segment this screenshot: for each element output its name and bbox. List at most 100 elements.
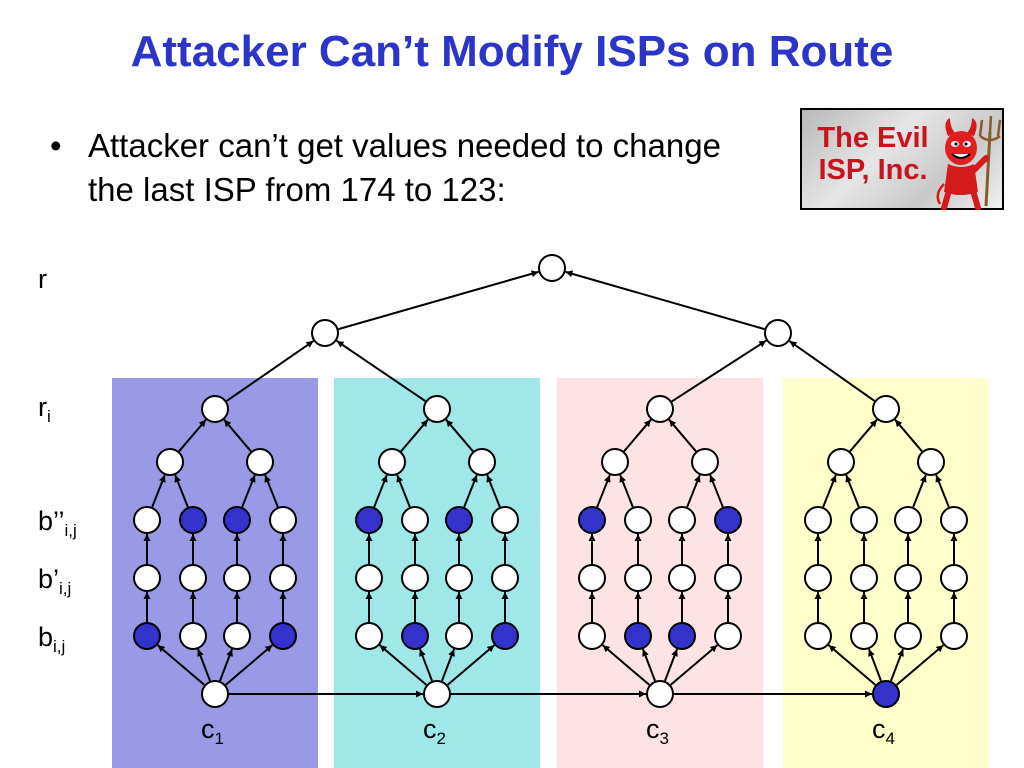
edge-inner-ri xyxy=(894,419,923,452)
edge-inner-ri xyxy=(223,419,252,452)
edge-ri-mid xyxy=(671,339,767,403)
edge-c-b xyxy=(896,644,944,686)
b-node-4-2 xyxy=(850,622,878,650)
row-label-main: b’’ xyxy=(38,506,65,536)
row-label-main: r xyxy=(38,392,47,422)
edge-ri-mid xyxy=(225,340,315,402)
b-double-prime-node-3-2 xyxy=(624,506,652,534)
c-label-main: c xyxy=(646,714,660,744)
b-double-prime-node-2-1 xyxy=(355,506,383,534)
ri-node-3 xyxy=(646,395,674,423)
mid-node-2 xyxy=(764,319,792,347)
b-prime-node-1-3 xyxy=(223,564,251,592)
b-node-4-4 xyxy=(940,622,968,650)
logo-line-1: The Evil xyxy=(817,122,929,154)
c-label-main: c xyxy=(423,714,437,744)
b-double-prime-node-4-1 xyxy=(804,506,832,534)
inner-node-1-2 xyxy=(246,448,274,476)
c-label-sub: 3 xyxy=(659,729,669,748)
edge-bdoubleprime-inner xyxy=(396,474,411,508)
b-double-prime-node-1-4 xyxy=(269,506,297,534)
b-node-3-2 xyxy=(624,622,652,650)
edge-bdoubleprime-inner xyxy=(686,474,701,508)
row-label-sub: i xyxy=(47,407,51,426)
c-node-3 xyxy=(646,680,674,708)
b-double-prime-node-2-3 xyxy=(445,506,473,534)
c-label-2: c2 xyxy=(423,714,446,748)
edge-c-b xyxy=(219,648,233,682)
inner-node-4-2 xyxy=(917,448,945,476)
edge-bdoubleprime-inner xyxy=(174,474,189,508)
c-label-4: c4 xyxy=(872,714,895,748)
mid-node-1 xyxy=(311,319,339,347)
b-double-prime-node-2-2 xyxy=(401,506,429,534)
b-node-1-4 xyxy=(269,622,297,650)
c-label-main: c xyxy=(872,714,886,744)
c-label-3: c3 xyxy=(646,714,669,748)
inner-node-3-1 xyxy=(601,448,629,476)
slide-title: Attacker Can’t Modify ISPs on Route xyxy=(130,27,894,76)
b-double-prime-node-3-1 xyxy=(578,506,606,534)
edge-c-b xyxy=(828,644,876,686)
b-node-3-1 xyxy=(578,622,606,650)
edge-inner-ri xyxy=(400,419,429,452)
b-prime-node-1-4 xyxy=(269,564,297,592)
edge-c-b xyxy=(602,644,650,686)
inner-node-3-2 xyxy=(691,448,719,476)
edge-inner-ri xyxy=(668,419,697,452)
edge-bdoubleprime-inner xyxy=(241,474,256,508)
c-node-2 xyxy=(423,680,451,708)
b-double-prime-node-2-4 xyxy=(491,506,519,534)
b-double-prime-node-1-2 xyxy=(179,506,207,534)
b-prime-node-1-2 xyxy=(179,564,207,592)
b-prime-node-4-2 xyxy=(850,564,878,592)
evil-isp-logo: The Evil ISP, Inc. xyxy=(800,108,1004,210)
edge-bdoubleprime-inner xyxy=(596,474,611,508)
b-node-3-3 xyxy=(668,622,696,650)
inner-node-4-1 xyxy=(827,448,855,476)
b-prime-node-3-3 xyxy=(668,564,696,592)
edge-inner-ri xyxy=(623,419,652,452)
c-label-sub: 2 xyxy=(436,729,446,748)
c-label-sub: 1 xyxy=(214,729,224,748)
row-label-4: b’i,j xyxy=(38,566,71,598)
edge-bdoubleprime-inner xyxy=(935,474,950,508)
b-prime-node-2-2 xyxy=(401,564,429,592)
b-prime-node-2-3 xyxy=(445,564,473,592)
b-double-prime-node-4-4 xyxy=(940,506,968,534)
inner-node-1-1 xyxy=(156,448,184,476)
b-prime-node-4-1 xyxy=(804,564,832,592)
b-prime-node-4-3 xyxy=(894,564,922,592)
b-double-prime-node-4-2 xyxy=(850,506,878,534)
b-node-4-3 xyxy=(894,622,922,650)
ri-node-2 xyxy=(423,395,451,423)
edge-bdoubleprime-inner xyxy=(463,474,478,508)
edge-c-b xyxy=(447,644,495,686)
b-node-2-4 xyxy=(491,622,519,650)
devil-icon xyxy=(936,115,1002,210)
edge-mid-root xyxy=(338,270,539,331)
b-node-2-2 xyxy=(401,622,429,650)
c-label-1: c1 xyxy=(201,716,224,748)
edge-c-b xyxy=(225,644,273,686)
b-double-prime-node-3-3 xyxy=(668,506,696,534)
row-label-sub: i,j xyxy=(53,637,66,656)
b-node-3-4 xyxy=(714,622,742,650)
edge-bdoubleprime-inner xyxy=(264,474,279,508)
row-label-1: r xyxy=(38,266,47,293)
b-prime-node-3-1 xyxy=(578,564,606,592)
c-label-sub: 4 xyxy=(885,729,895,748)
b-double-prime-node-3-4 xyxy=(714,506,742,534)
c-node-1 xyxy=(201,680,229,708)
edge-c-b xyxy=(664,648,678,682)
edge-bdoubleprime-inner xyxy=(912,474,927,508)
c-node-4 xyxy=(872,680,900,708)
logo-text: The Evil ISP, Inc. xyxy=(808,122,938,186)
edge-c-b xyxy=(441,648,455,682)
ri-node-4 xyxy=(872,395,900,423)
b-node-2-1 xyxy=(355,622,383,650)
row-label-5: bi,j xyxy=(38,624,66,656)
edge-c-b xyxy=(419,648,433,682)
edge-c-b xyxy=(868,648,882,682)
